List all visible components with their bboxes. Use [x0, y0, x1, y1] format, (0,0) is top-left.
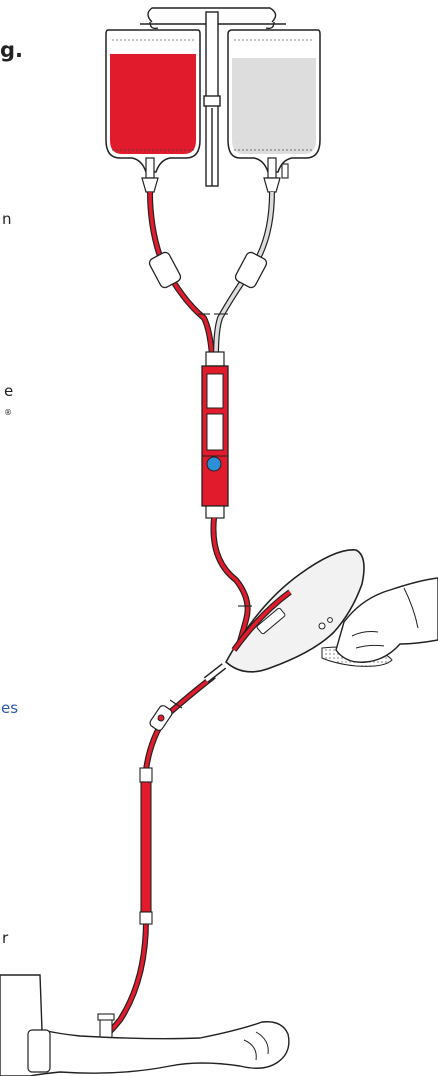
saline-bag-icon — [228, 30, 320, 192]
inline-clamp — [148, 704, 173, 732]
drip-chamber-icon — [202, 352, 228, 518]
inline-filter — [140, 768, 152, 924]
blood-volume — [110, 54, 196, 154]
blood-bag-icon — [106, 30, 200, 192]
patient-arm-icon — [0, 975, 289, 1076]
